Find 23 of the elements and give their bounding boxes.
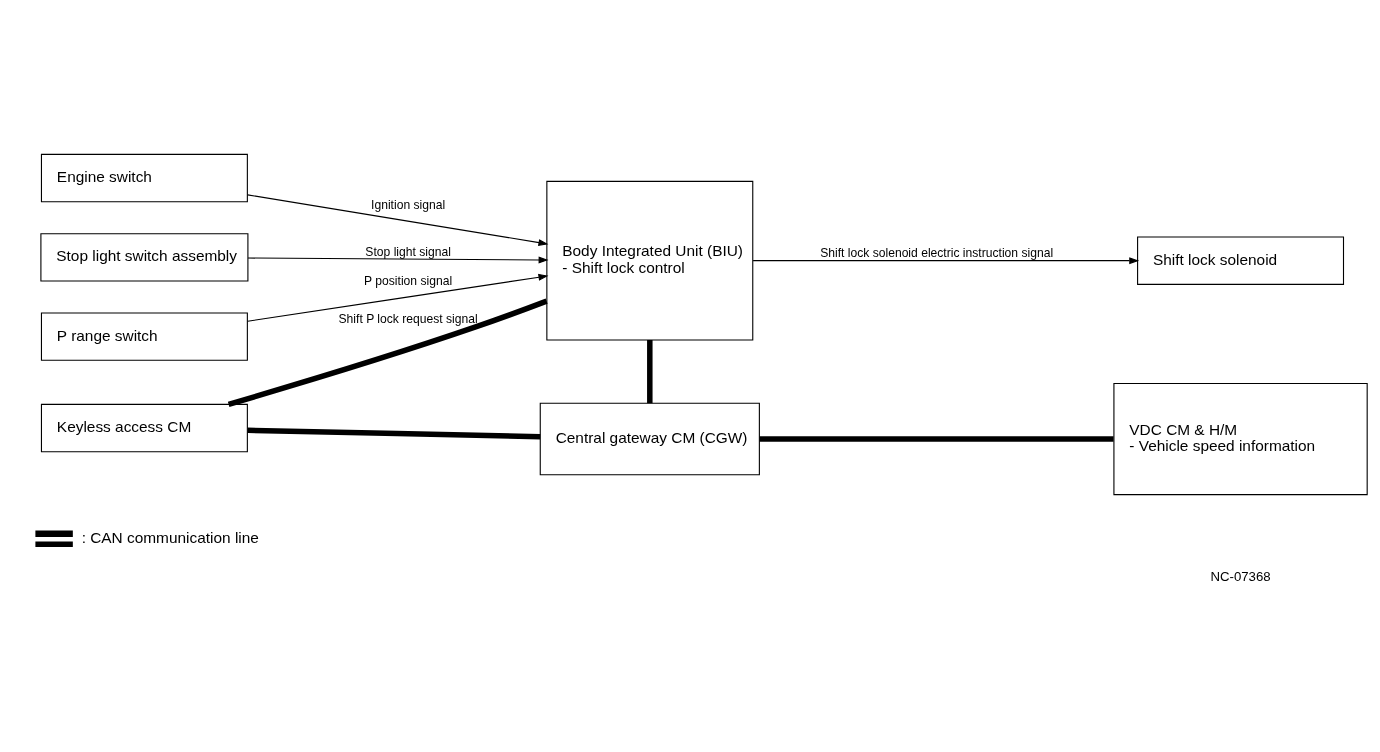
arrow bbox=[247, 273, 549, 322]
node-box: Body Integrated Unit (BIU) - Shift lock control bbox=[546, 180, 754, 341]
connector bbox=[227, 298, 548, 407]
edge-label: Ignition signal bbox=[371, 197, 446, 212]
node-box: Engine switch bbox=[40, 153, 248, 203]
node-box: Stop light switch assembly bbox=[40, 233, 249, 282]
arrow bbox=[247, 194, 549, 246]
edge-label: Shift P lock request signal bbox=[338, 312, 478, 327]
edge-label: Shift lock solenoid electric instruction signal bbox=[820, 246, 1054, 261]
connector bbox=[247, 427, 541, 440]
node-box: Central gateway CM (CGW) bbox=[539, 402, 760, 476]
arrow bbox=[752, 257, 1140, 265]
arrow bbox=[247, 256, 549, 264]
edge-label: Stop light signal bbox=[365, 245, 451, 260]
connector bbox=[647, 339, 653, 404]
node-box: P range switch bbox=[40, 312, 248, 361]
node-box: VDC CM & H/M - Vehicle speed information bbox=[1113, 382, 1368, 496]
node-box: Keyless access CM bbox=[40, 403, 248, 453]
connector bbox=[759, 436, 1114, 442]
legend-label: : CAN communication line bbox=[81, 528, 259, 546]
label: NC-07368 bbox=[1210, 569, 1271, 585]
node-box: Shift lock solenoid bbox=[1137, 236, 1345, 285]
edge-label: P position signal bbox=[364, 273, 453, 288]
